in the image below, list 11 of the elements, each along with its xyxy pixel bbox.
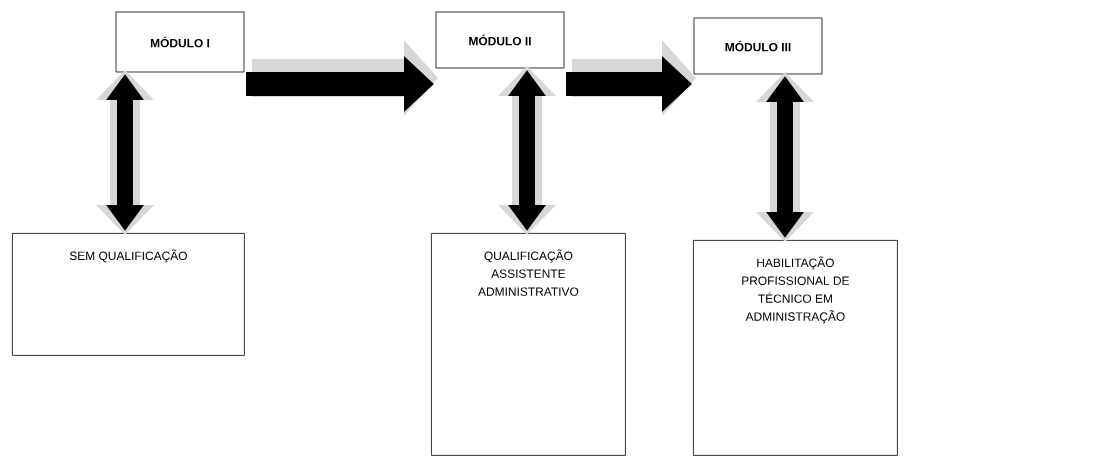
block-arrow (96, 70, 154, 235)
block-arrow (246, 40, 438, 116)
text-box: HABILITAÇÃO PROFISSIONAL DE TÉCNICO EM ADMINISTRAÇÃO (693, 240, 898, 456)
module-box: MÓDULO II (435, 11, 565, 69)
block-arrow (756, 72, 814, 242)
module-box: MÓDULO III (693, 17, 823, 75)
text-box: SEM QUALIFICAÇÃO (12, 233, 245, 356)
block-arrow (498, 66, 556, 235)
text-box: QUALIFICAÇÃO ASSISTENTE ADMINISTRATIVO (431, 233, 626, 456)
module-box: MÓDULO I (115, 11, 245, 73)
block-arrow (566, 40, 696, 116)
